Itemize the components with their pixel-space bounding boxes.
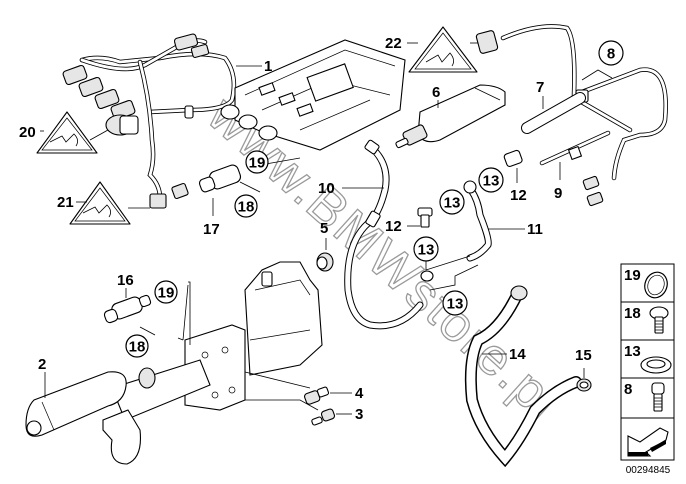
callout-15: 15 [575,347,592,364]
part-1-wiring-harness[interactable]: 1 [62,33,272,209]
callout-22: 22 [385,35,402,52]
hydraulic-unit [102,261,323,465]
callout-4: 4 [355,385,364,402]
watermark: www.BMWstore.pl [196,85,571,431]
valve-body [220,39,406,166]
callout-12: 12 [385,218,402,235]
orientation-arrow-item [620,417,675,461]
callout-7: 7 [536,79,544,96]
legend-item-8[interactable]: 8 [620,377,675,419]
callout-13: 13 [444,195,461,212]
part-2-pressure-accumulator[interactable]: 2 [25,356,127,437]
callout-1: 1 [264,58,272,75]
callout-18: 18 [129,339,146,356]
part-12-hollow-bolt[interactable]: 12 [503,149,527,204]
part-11-pressure-line[interactable]: 11 [463,180,543,262]
callout-18: 18 [238,199,255,216]
callout-2: 2 [38,356,46,373]
socket-head-bolt-icon [651,382,665,412]
callout-19: 19 [249,155,266,172]
part-18-bolt-ref[interactable]: 18 [125,326,156,358]
callout-21: 21 [57,194,74,211]
part-16-solenoid-valve[interactable]: 16 [103,272,152,324]
callout-16: 16 [117,272,134,289]
part-15-hose-clamp[interactable]: 15 [575,347,592,392]
part-3-pressure-sensor[interactable]: 3 [311,406,363,426]
callout-20: 20 [19,124,36,141]
legend-item-19[interactable]: 19 [620,263,675,303]
connector-warning-icon [425,52,454,67]
torx-bolt-icon [649,306,669,334]
diagram-code: 00294845 [626,465,671,476]
legend-item-13[interactable]: 13 [620,339,675,379]
part-13-seal-ring-ref[interactable]: 13 [413,236,471,282]
seal-ring-icon [640,356,672,374]
callout-17: 17 [203,221,220,238]
part-13-seal-ring-ref[interactable]: 13 [478,167,504,193]
callout-10: 10 [318,180,335,197]
part-17-solenoid-valve[interactable]: 17 [198,163,242,238]
callout-3: 3 [355,406,363,423]
part-19-o-ring-ref[interactable]: 19 [245,150,269,174]
callout-9: 9 [554,185,562,202]
legend-label-18: 18 [624,305,641,322]
callout-5: 5 [320,220,328,237]
callout-13: 13 [483,173,500,190]
connector-warning-icon [49,133,78,147]
part-6-slave-cylinder[interactable]: 6 [395,84,506,149]
part-14-hose[interactable]: 14 [464,285,582,468]
part-13-seal-ring-ref[interactable]: 13 [439,189,465,215]
part-12-hollow-bolt[interactable]: 12 [385,207,433,235]
part-18-bolt-ref[interactable]: 18 [234,181,261,218]
callout-19: 19 [158,285,175,302]
orientation-arrow-icon [627,427,669,457]
callout-6: 6 [432,84,440,101]
part-20-warning-label[interactable]: 20 [19,111,109,154]
part-9-cable-clip[interactable]: 9 [539,130,611,202]
legend-label-8: 8 [624,381,632,398]
callout-13: 13 [447,296,464,313]
callout-13: 13 [418,242,435,259]
legend-item-18[interactable]: 18 [620,301,675,341]
part-19-o-ring-ref[interactable]: 19 [154,280,191,345]
part-22-warning-label[interactable]: 22 [385,26,478,73]
o-ring-icon [644,271,668,299]
legend-label-13: 13 [624,343,641,360]
callout-14: 14 [509,346,526,363]
part-5-screw-plug[interactable]: 5 [316,220,334,272]
part-8-wiring-harness[interactable]: 8 [475,24,668,207]
callout-12: 12 [510,187,527,204]
part-4-pressure-switch[interactable]: 4 [304,385,364,405]
legend-label-19: 19 [624,267,641,284]
part-7-protective-tube[interactable]: 7 [521,79,586,134]
part-13-seal-ring-ref[interactable]: 13 [429,264,479,316]
part-21-warning-label[interactable]: 21 [57,181,150,225]
part-10-pressure-line[interactable]: 10 [318,139,424,330]
legend-box: 19 18 13 8 [620,263,675,476]
callout-11: 11 [527,221,543,238]
callout-8: 8 [607,46,615,63]
connector-warning-icon [82,204,111,218]
